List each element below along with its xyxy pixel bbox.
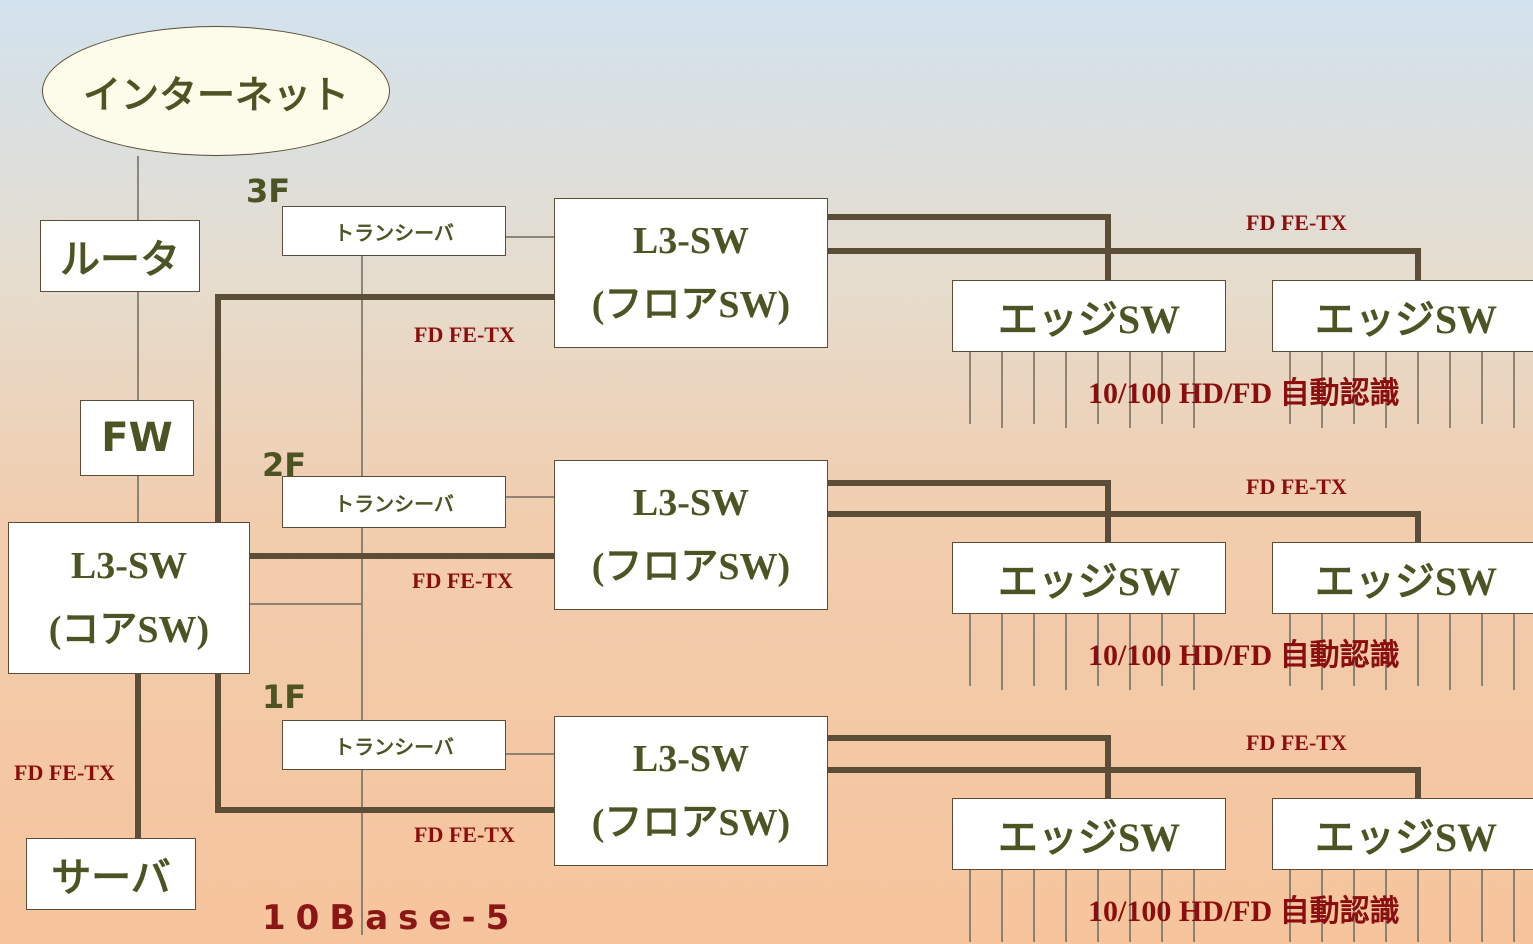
1f-edge2-link (826, 770, 1418, 798)
transceiver-1f: トランシーバ (282, 720, 506, 770)
edge-switch-2f-2-label: エッジSW (1315, 549, 1497, 607)
core-switch-line1: L3-SW (71, 534, 187, 598)
floor-switch-2f-line2: (フロアSW) (592, 535, 790, 599)
edge-switch-1f-1-label: エッジSW (998, 805, 1180, 863)
floor-switch-3f-line2: (フロアSW) (592, 273, 790, 337)
transceiver-2f: トランシーバ (282, 476, 506, 528)
floor-switch-1f-line1: L3-SW (633, 727, 749, 791)
edge-link-label-1f: FD FE-TX (1246, 730, 1347, 756)
edge-switch-2f-2: エッジSW (1272, 542, 1533, 614)
floor-switch-1f-line2: (フロアSW) (592, 791, 790, 855)
floor-switch-1f: L3-SW (フロアSW) (554, 716, 828, 866)
router-node: ルータ (40, 220, 200, 292)
transceiver-1f-label: トランシーバ (334, 731, 454, 760)
server-node: サーバ (26, 838, 196, 910)
edge-switch-3f-2-label: エッジSW (1315, 287, 1497, 345)
edge-switch-2f-1: エッジSW (952, 542, 1226, 614)
core-switch-line2: (コアSW) (49, 598, 209, 662)
ports-label-1f: 10/100 HD/FD 自動認識 (1088, 886, 1400, 930)
ports-label-3f: 10/100 HD/FD 自動認識 (1088, 368, 1400, 412)
floor-label-1f: 1F (262, 678, 306, 716)
edge-switch-2f-1-label: エッジSW (998, 549, 1180, 607)
floor-switch-3f-line1: L3-SW (633, 209, 749, 273)
edge-switch-3f-2: エッジSW (1272, 280, 1533, 352)
edge-switch-3f-1-label: エッジSW (998, 287, 1180, 345)
edge-switch-1f-2: エッジSW (1272, 798, 1533, 870)
floor-switch-2f-line1: L3-SW (633, 471, 749, 535)
firewall-label: FW (101, 415, 172, 461)
floor-switch-3f: L3-SW (フロアSW) (554, 198, 828, 348)
core-switch-node: L3-SW (コアSW) (8, 522, 250, 674)
edge-switch-1f-1: エッジSW (952, 798, 1226, 870)
2f-edge2-link (826, 514, 1418, 542)
floor-label-3f: 3F (246, 172, 290, 210)
transceiver-2f-label: トランシーバ (334, 488, 454, 517)
3f-edge2-link (826, 251, 1418, 280)
uplink-label-1f: FD FE-TX (414, 822, 515, 848)
internet-label: インターネット (83, 64, 349, 119)
edge-switch-3f-1: エッジSW (952, 280, 1226, 352)
router-label: ルータ (60, 227, 180, 285)
transceiver-3f: トランシーバ (282, 206, 506, 256)
transceiver-3f-label: トランシーバ (334, 217, 454, 246)
uplink-label-2f: FD FE-TX (412, 568, 513, 594)
server-link-label: FD FE-TX (14, 760, 115, 786)
edge-link-label-2f: FD FE-TX (1246, 474, 1347, 500)
edge-switch-1f-2-label: エッジSW (1315, 805, 1497, 863)
edge-link-label-3f: FD FE-TX (1246, 210, 1347, 236)
internet-node: インターネット (42, 26, 390, 156)
ports-label-2f: 10/100 HD/FD 自動認識 (1088, 630, 1400, 674)
floor-switch-2f: L3-SW (フロアSW) (554, 460, 828, 610)
uplink-label-3f: FD FE-TX (414, 322, 515, 348)
backbone-label: 10Base-5 (262, 898, 519, 938)
firewall-node: FW (80, 400, 194, 476)
server-label: サーバ (51, 845, 171, 903)
